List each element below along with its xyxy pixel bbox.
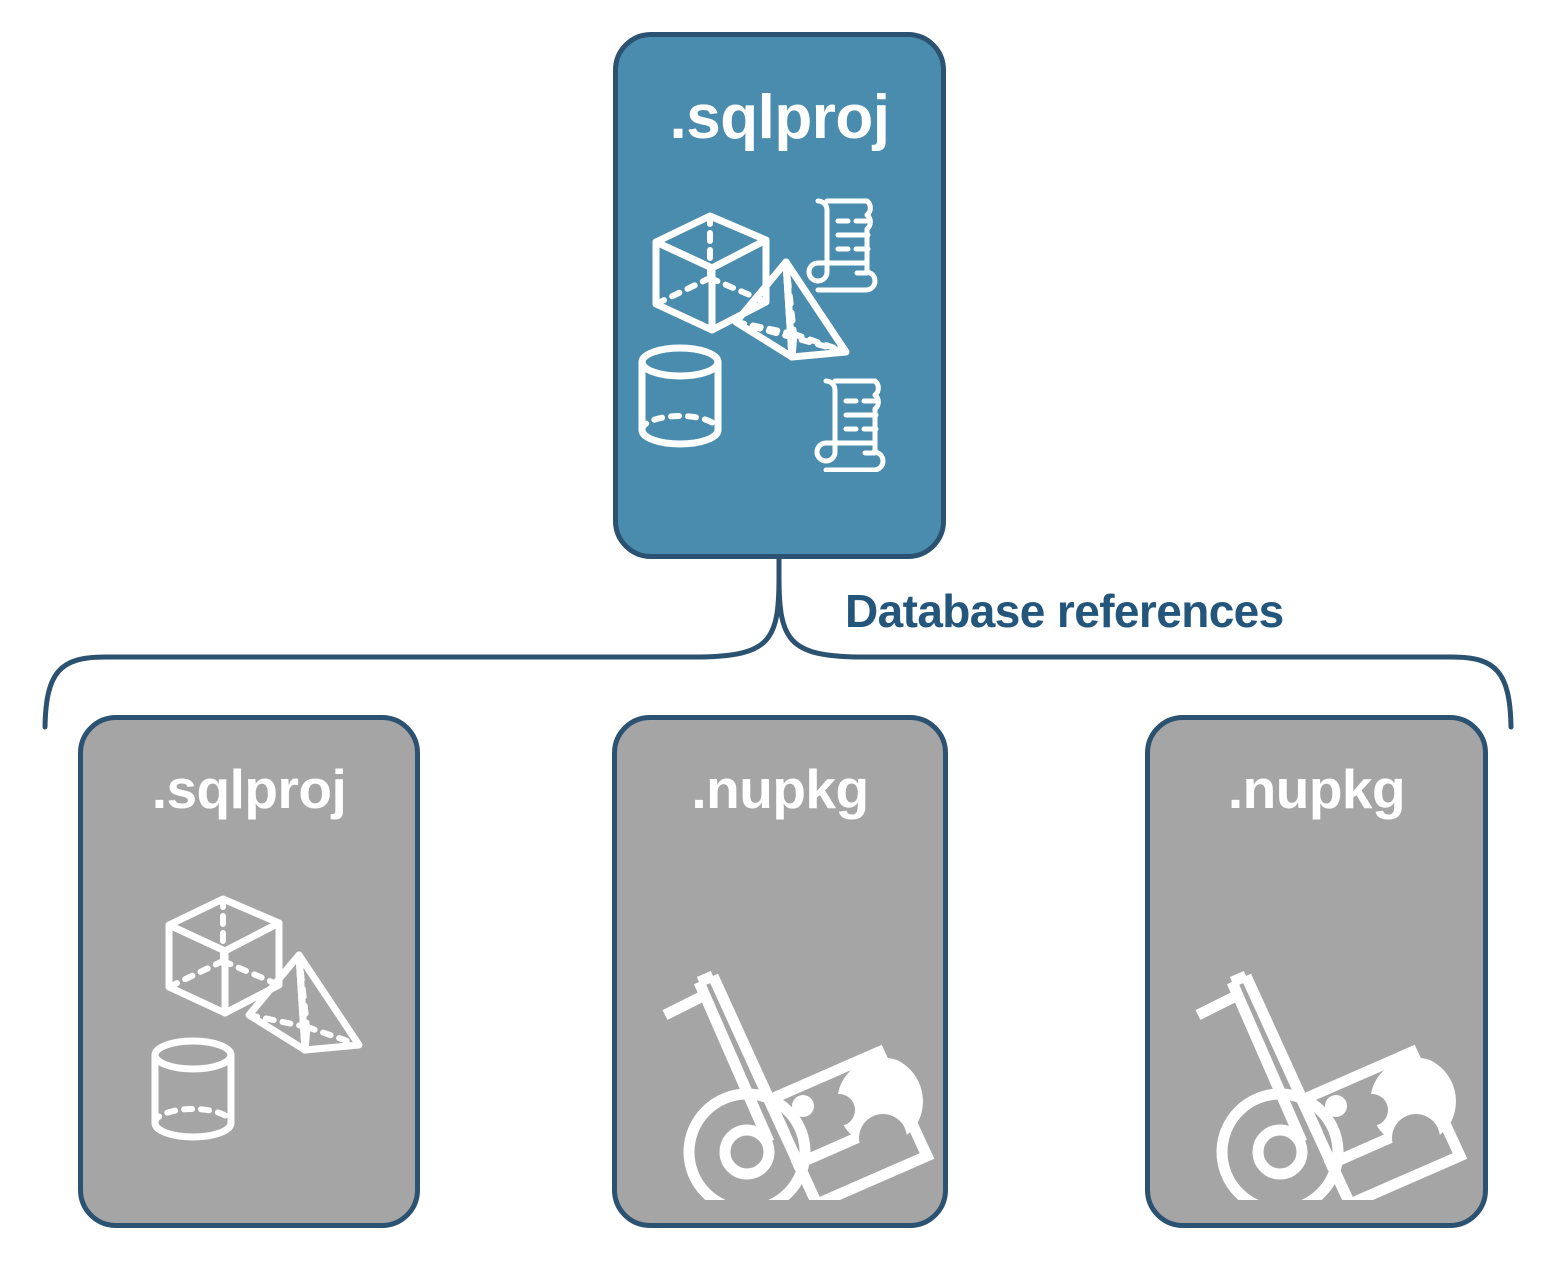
connector-label: Database references (845, 585, 1284, 637)
nuget-logo-holes (1356, 1094, 1440, 1162)
child-node-sqlproj[interactable]: .sqlproj (78, 715, 420, 1228)
child-node-label-sqlproj: .sqlproj (151, 758, 347, 820)
child-node-nupkg-2[interactable]: .nupkg (1145, 715, 1488, 1228)
root-node-artwork (618, 182, 941, 473)
pyramid-icon (245, 951, 363, 1054)
database-objects-illustration (638, 198, 886, 473)
hand-truck-package-icon (662, 970, 935, 1216)
root-node-label: .sqlproj (669, 83, 890, 152)
child-node-label-nupkg-2: .nupkg (1227, 758, 1406, 820)
hand-truck-package-illustration (1195, 970, 1468, 1216)
child-node-nupkg-1[interactable]: .nupkg (612, 715, 948, 1228)
scroll-icon (806, 198, 878, 293)
database-objects-illustration (151, 895, 363, 1141)
hand-truck-package-illustration (662, 970, 935, 1216)
child-node-label-nupkg-1: .nupkg (691, 758, 869, 820)
pyramid-icon (732, 258, 850, 361)
nuget-logo-holes (823, 1094, 907, 1162)
cube-hidden-edges (166, 896, 282, 990)
hand-truck-package-icon (1195, 970, 1468, 1216)
cylinder-icon (638, 344, 722, 448)
scroll-icon (814, 378, 886, 473)
child-node-artwork-nupkg-2 (1150, 870, 1483, 1216)
child-node-artwork-nupkg-1 (617, 870, 943, 1216)
root-node-sqlproj[interactable]: .sqlproj (613, 32, 946, 559)
child-node-artwork-sqlproj (83, 865, 415, 1185)
brace-left-half (42, 575, 782, 730)
cylinder-icon (151, 1037, 235, 1141)
